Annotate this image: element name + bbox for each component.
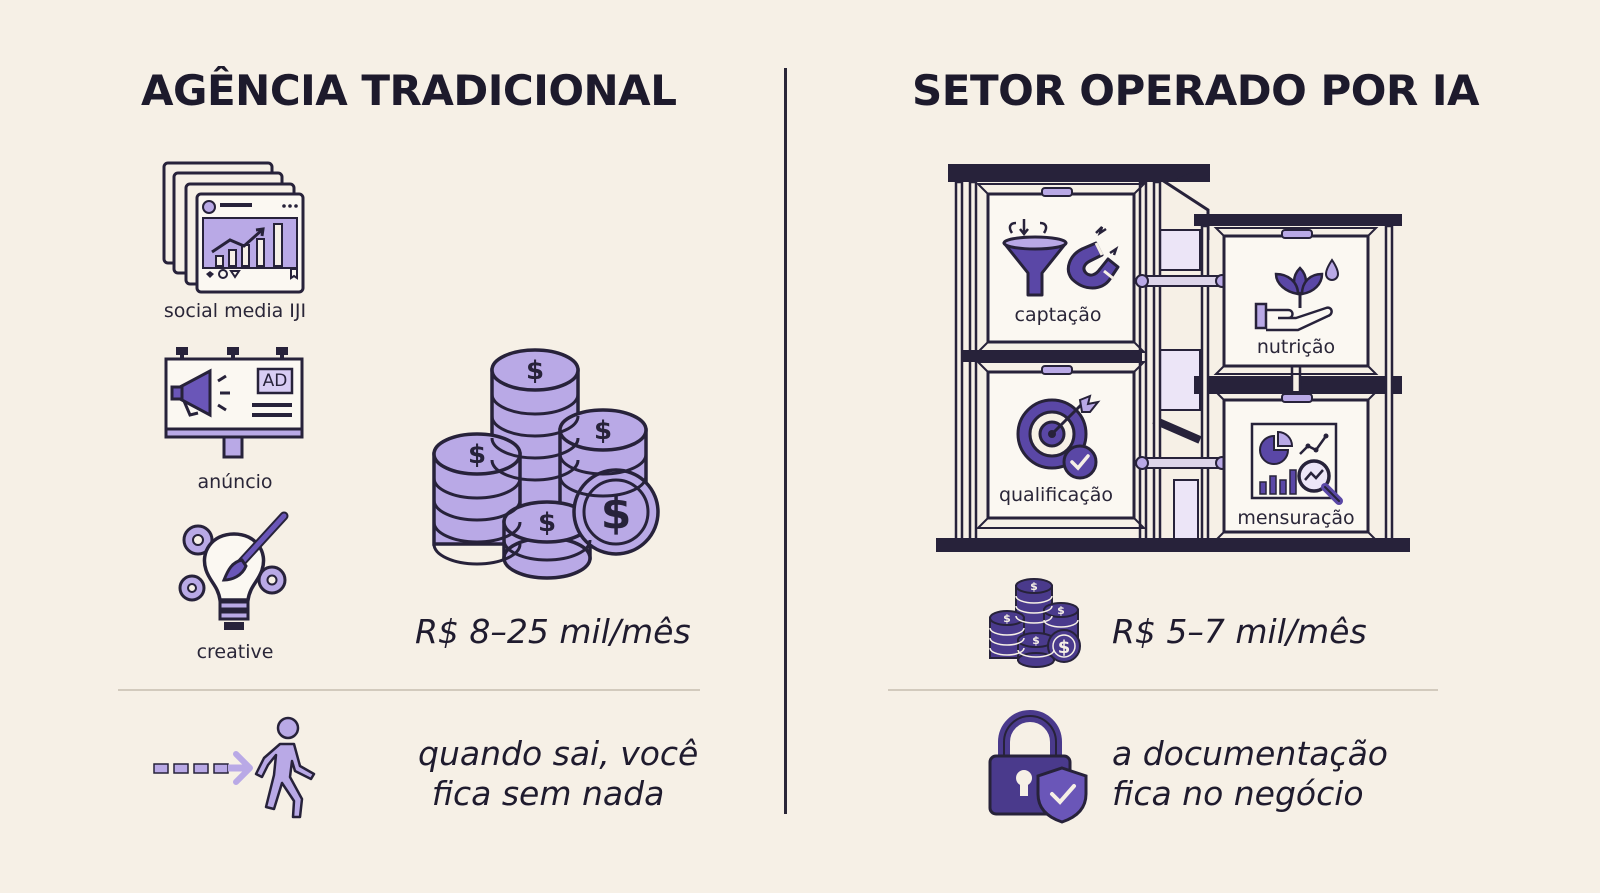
svg-text:$: $	[538, 508, 556, 538]
svg-text:$: $	[1030, 580, 1038, 593]
svg-text:$: $	[601, 488, 632, 539]
svg-text:$: $	[1057, 604, 1065, 617]
right-heading: SETOR OPERADO POR IA	[912, 66, 1480, 115]
leaving-arrow-icon	[153, 751, 253, 785]
right-note-line-1: a documentação	[1112, 734, 1388, 773]
svg-text:$: $	[526, 356, 544, 386]
left-price: R$ 8–25 mil/mês	[415, 612, 691, 651]
module-label-captacao: captação	[1014, 304, 1102, 326]
left-note: quando sai, você fica sem nada	[418, 734, 699, 814]
svg-text:$: $	[1003, 612, 1011, 625]
svg-text:$: $	[468, 440, 486, 470]
service-label-creative: creative	[196, 641, 274, 663]
left-note-line-2: fica sem nada	[431, 774, 665, 813]
svg-text:$: $	[594, 416, 612, 446]
left-separator	[118, 689, 700, 691]
right-price: R$ 5–7 mil/mês	[1112, 612, 1367, 651]
ad-badge: AD	[262, 371, 288, 391]
left-note-line-1: quando sai, você	[418, 734, 699, 773]
center-divider	[784, 68, 787, 814]
svg-text:$: $	[1032, 634, 1040, 647]
social-media-posts-icon	[162, 161, 305, 294]
right-note-line-2: fica no negócio	[1112, 774, 1364, 813]
right-separator	[888, 689, 1438, 691]
module-label-qualificacao: qualificação	[998, 484, 1114, 506]
target-check-icon	[1016, 394, 1101, 480]
service-label-social-media: social media IJI	[163, 300, 307, 322]
analytics-magnifier-icon	[1250, 422, 1343, 505]
left-heading: AGÊNCIA TRADICIONAL	[141, 66, 677, 115]
creative-lightbulb-icon	[178, 511, 289, 630]
module-label-nutricao: nutrição	[1256, 336, 1336, 358]
walking-person-icon	[254, 716, 316, 819]
coin-stack-small-icon: $ $ $ $ $	[989, 578, 1081, 668]
right-note: a documentação fica no negócio	[1112, 734, 1388, 814]
plant-hand-icon	[1254, 258, 1340, 332]
billboard-megaphone-icon	[164, 347, 304, 459]
svg-text:$: $	[1058, 637, 1071, 658]
coin-stack-large-icon: $ $ $ $ $	[432, 348, 660, 580]
funnel-magnet-icon	[1002, 219, 1120, 297]
padlock-shield-icon	[988, 710, 1088, 824]
module-label-mensuracao: mensuração	[1237, 507, 1355, 529]
service-label-anuncio: anúncio	[197, 471, 273, 493]
